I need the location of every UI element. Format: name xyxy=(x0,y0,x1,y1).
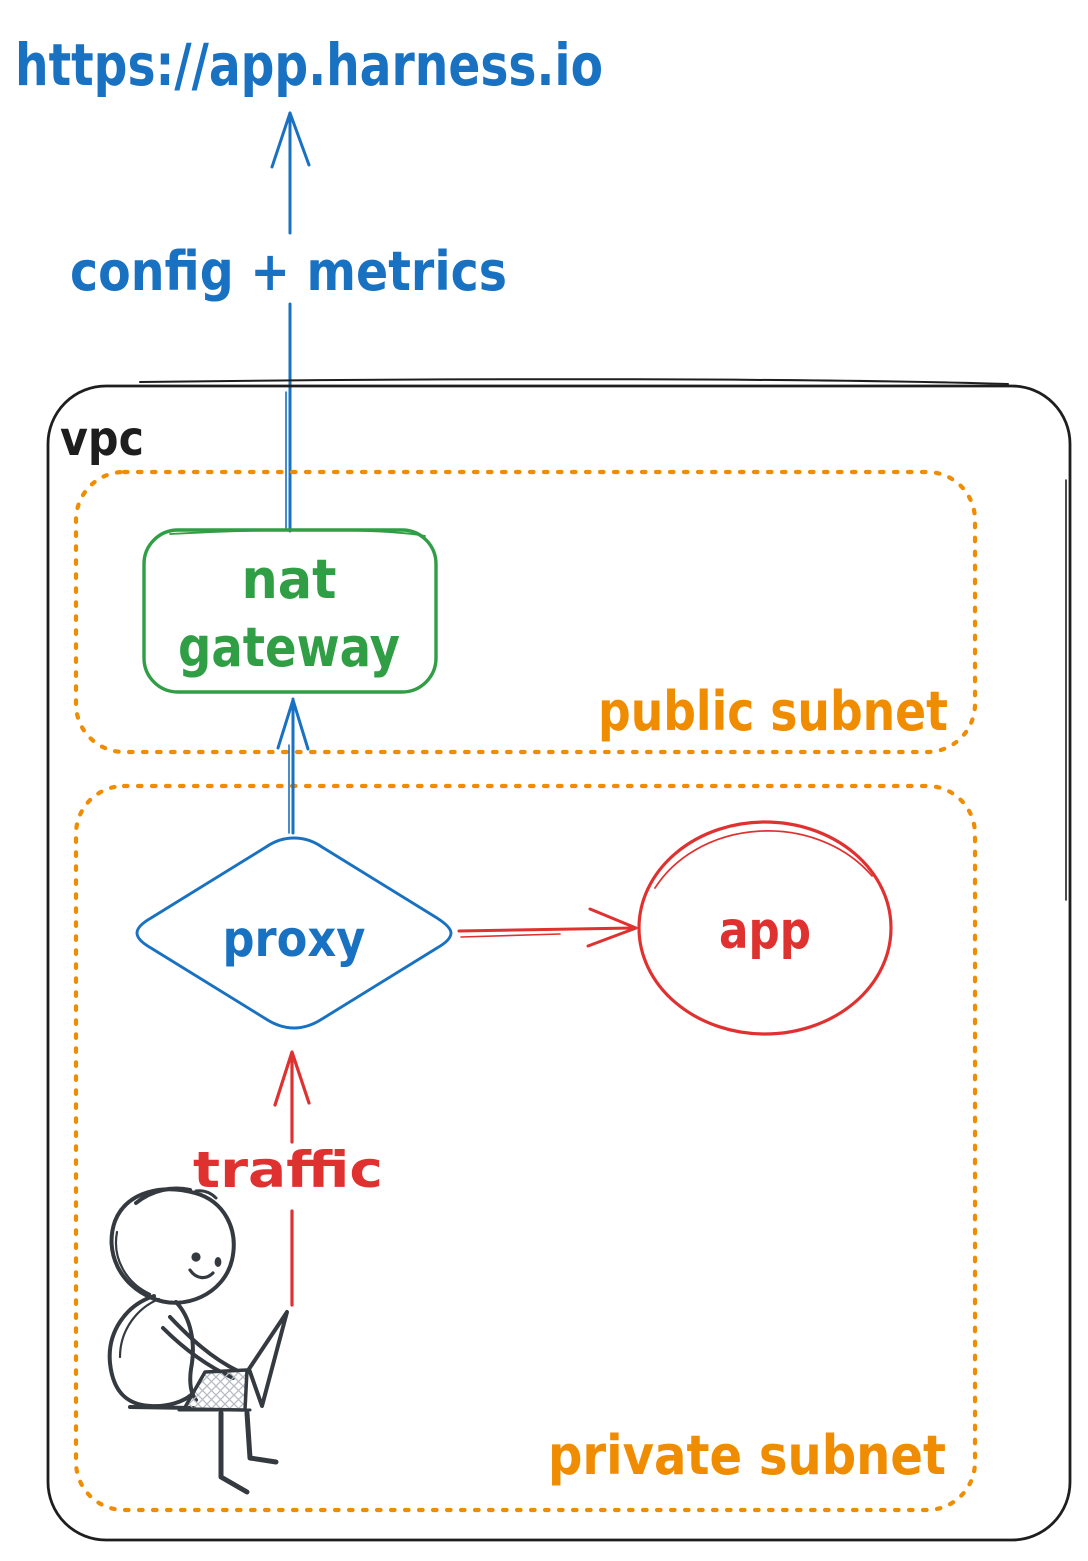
person-head xyxy=(109,1187,236,1305)
arrow-head-up xyxy=(273,1050,311,1107)
vpc-box-sketch-stroke xyxy=(139,378,1009,385)
person-torso xyxy=(107,1294,193,1409)
laptop-screen xyxy=(247,1310,289,1408)
private-subnet-label: private subnet xyxy=(548,1424,946,1487)
traffic-label: traffic xyxy=(193,1141,383,1199)
nat-gateway-label-line1: nat xyxy=(242,548,337,611)
proxy-label: proxy xyxy=(223,910,366,968)
nat-gateway-label-line2: gateway xyxy=(178,616,400,679)
person-with-laptop-sketch xyxy=(107,1186,289,1495)
person-torso-sketch-stroke xyxy=(118,1297,161,1359)
person-smile xyxy=(188,1268,215,1280)
public-subnet-label: public subnet xyxy=(598,680,948,743)
destination-url-label: https://app.harness.io xyxy=(15,31,603,99)
vpc-box xyxy=(46,378,1072,1542)
person-eye-left xyxy=(191,1252,201,1262)
app-circle-sketch-stroke xyxy=(654,830,873,889)
nat-gateway-sketch-stroke xyxy=(169,529,426,537)
person-leg-left xyxy=(218,1410,250,1495)
arrow-proxy-to-nat-gateway xyxy=(276,697,310,835)
arrow-shaft xyxy=(457,926,635,933)
arrow-nat-to-harness xyxy=(270,111,311,533)
arrow-proxy-to-app xyxy=(457,907,638,948)
nat-gateway-box xyxy=(142,528,438,694)
config-metrics-label: config + metrics xyxy=(70,240,507,303)
arrow-head-up xyxy=(276,698,310,751)
public-subnet-box xyxy=(73,469,978,755)
person-leg-right xyxy=(244,1410,279,1465)
arrow-shaft-sketch-stroke xyxy=(460,933,561,938)
person-hair xyxy=(194,1189,218,1200)
person-eye-right xyxy=(214,1257,222,1267)
person-head-sketch-stroke xyxy=(114,1230,152,1296)
proxy-diamond xyxy=(135,836,453,1030)
person-arm xyxy=(168,1315,240,1373)
private-subnet-box xyxy=(73,783,978,1513)
app-label: app xyxy=(719,901,811,961)
arrow-traffic-to-proxy xyxy=(273,1050,311,1307)
app-circle xyxy=(637,820,893,1036)
arrow-head-right xyxy=(586,907,638,948)
arrow-head-up xyxy=(270,111,311,169)
vpc-label: vpc xyxy=(60,411,144,467)
person-hair xyxy=(134,1186,192,1205)
laptop-base xyxy=(182,1368,249,1412)
